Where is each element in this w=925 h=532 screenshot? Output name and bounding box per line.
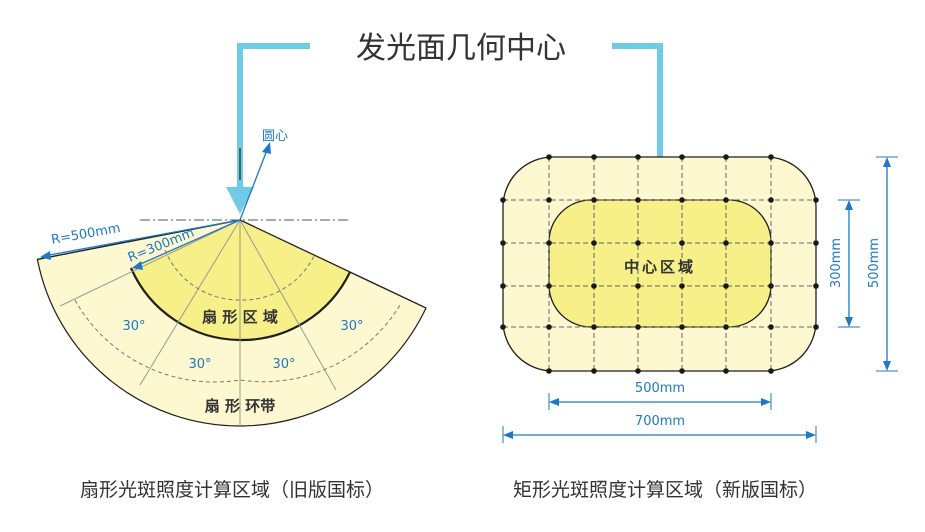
measure-point (635, 197, 641, 203)
measure-point (591, 197, 597, 203)
sector-figure: 圆心 R=500mm R=300mm 扇 形 区 域 扇 形 环带 30° 30… (36, 129, 427, 427)
measure-point (591, 283, 597, 289)
measure-point (591, 324, 597, 330)
measure-point (723, 197, 729, 203)
angle-label: 30° (272, 357, 295, 372)
dim-500mm-horizontal: 500mm (548, 381, 772, 410)
angle-label: 30° (340, 319, 363, 334)
measure-point (768, 324, 774, 330)
measure-point (500, 283, 506, 289)
measure-point (813, 283, 819, 289)
measure-point (723, 324, 729, 330)
angle-label: 30° (122, 319, 145, 334)
ring-label: 扇 形 环带 (205, 397, 275, 415)
measure-point (591, 368, 597, 374)
measure-point (813, 240, 819, 246)
measure-point (546, 240, 552, 246)
left-caption: 扇形光斑照度计算区域（旧版国标） (80, 479, 384, 501)
measure-point (546, 197, 552, 203)
sector-label: 扇 形 区 域 (202, 308, 278, 326)
dim-500mm-vertical: 500mm (867, 156, 898, 372)
measure-point (500, 197, 506, 203)
measure-point (679, 197, 685, 203)
measure-point (546, 324, 552, 330)
measure-point (679, 324, 685, 330)
measure-point (591, 240, 597, 246)
angle-label: 30° (188, 357, 211, 372)
measure-point (635, 324, 641, 330)
measure-point (679, 368, 685, 374)
grid-lines (503, 157, 816, 371)
measure-point (679, 283, 685, 289)
r300-arrow (135, 219, 241, 267)
dim-300-label: 300mm (829, 238, 844, 288)
measure-point (723, 240, 729, 246)
main-title: 发光面几何中心 (356, 31, 566, 66)
measure-point (768, 197, 774, 203)
measure-point (813, 197, 819, 203)
measure-point (723, 368, 729, 374)
r500-arrow (43, 219, 241, 257)
dashed-arcs (74, 249, 401, 383)
measure-point (723, 283, 729, 289)
measure-point (768, 154, 774, 160)
measure-point (546, 368, 552, 374)
dim-500h-label: 500mm (635, 381, 685, 396)
measure-point (768, 283, 774, 289)
measure-point (813, 324, 819, 330)
dim-700mm: 700mm (502, 414, 817, 443)
measure-point (500, 240, 506, 246)
right-caption: 矩形光斑照度计算区域（新版国标） (513, 479, 817, 501)
measure-point (723, 154, 729, 160)
measure-point (635, 240, 641, 246)
center-label: 圆心 (262, 129, 288, 144)
measure-point (679, 240, 685, 246)
center-region-label: 中心区域 (624, 258, 696, 276)
measure-point (591, 154, 597, 160)
measure-point (635, 154, 641, 160)
grid-dots (500, 154, 819, 374)
left-pointer-arrow (226, 43, 310, 214)
measure-point (546, 283, 552, 289)
measure-point (546, 154, 552, 160)
measure-point (635, 283, 641, 289)
measure-point (500, 324, 506, 330)
dim-700-label: 700mm (635, 414, 685, 429)
measure-point (768, 368, 774, 374)
dim-300mm: 300mm (829, 199, 860, 328)
dim-500v-label: 500mm (867, 238, 882, 288)
rect-figure: 中心区域 300mm 500mm 500mm (500, 154, 898, 443)
measure-point (679, 154, 685, 160)
measure-point (635, 368, 641, 374)
measure-point (768, 240, 774, 246)
center-arrow (239, 149, 268, 221)
